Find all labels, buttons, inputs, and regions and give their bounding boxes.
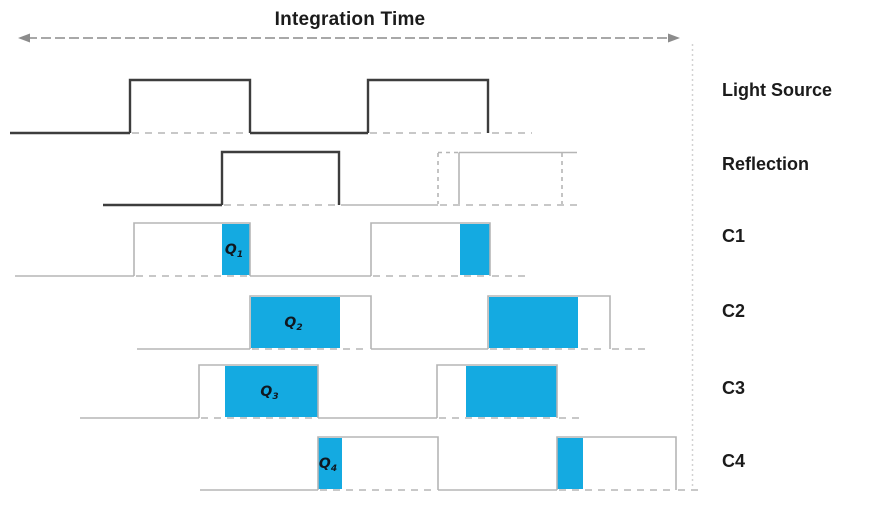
signal-label-light-source: Light Source bbox=[722, 80, 833, 100]
signal-label-c1: C1 bbox=[722, 226, 746, 246]
signal-label-c2: C2 bbox=[722, 301, 746, 321]
signal-label-c4: C4 bbox=[722, 451, 746, 471]
signal-label-c3: C3 bbox=[722, 378, 746, 398]
integration-time-title: Integration Time bbox=[274, 9, 426, 30]
signal-label-reflection: Reflection bbox=[722, 154, 810, 174]
